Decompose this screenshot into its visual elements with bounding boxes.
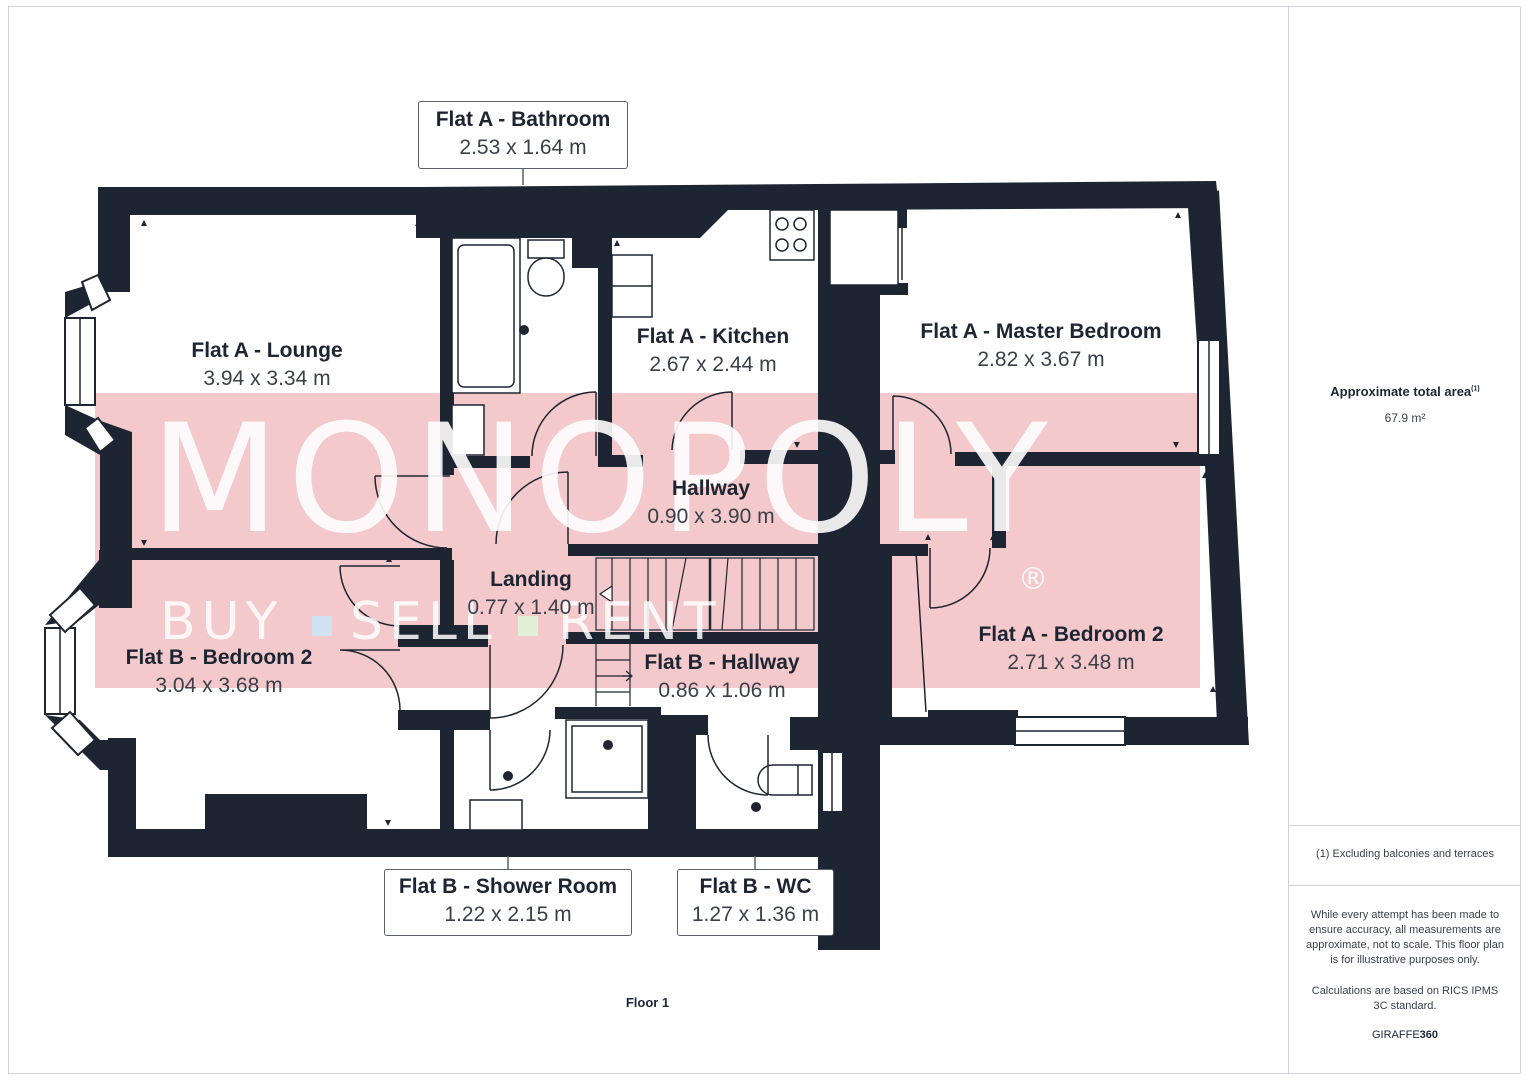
bay-window-upper [64, 273, 132, 455]
room-dims: 0.90 x 3.90 m [647, 505, 775, 528]
room-dims: 2.53 x 1.64 m [459, 136, 587, 159]
room-dims: 1.27 x 1.36 m [691, 903, 820, 926]
bay-window-lower [44, 560, 136, 770]
room-name: Hallway [671, 477, 751, 500]
interior-walls [132, 208, 1210, 950]
watermark-brand: MONOPOLY [150, 393, 1056, 567]
measurement-markers [141, 212, 1216, 826]
room-name: Flat A - Master Bedroom [920, 320, 1162, 343]
sidebar-divider [1288, 6, 1289, 1074]
label-flat-b-hallway: Flat B - Hallway 0.86 x 1.06 m [644, 649, 799, 705]
room-name: Flat B - WC [699, 875, 812, 898]
area-value: 67.9 m² [1384, 411, 1426, 425]
label-flat-b-bedroom-2: Flat B - Bedroom 2 3.04 x 3.68 m [126, 644, 313, 700]
room-name: Flat A - Lounge [191, 339, 343, 362]
area-footnote-mark: (1) [1471, 385, 1480, 393]
brand-suffix: 360 [1419, 1029, 1439, 1041]
footnote: (1) Excluding balconies and terraces [1316, 848, 1494, 860]
page-frame [8, 6, 1521, 1074]
room-dims: 0.86 x 1.06 m [658, 679, 786, 702]
area-title-line: Approximate total area(1) [1295, 384, 1515, 399]
watermark-square-blue [312, 616, 332, 636]
watermark-tagline-rent: RENT [558, 592, 722, 652]
watermark-registered: ® [1018, 562, 1048, 597]
stairs [595, 493, 835, 706]
room-name: Flat B - Hallway [644, 651, 800, 674]
room-name: Flat A - Bathroom [435, 108, 611, 131]
label-flat-b-shower-room: Flat B - Shower Room 1.22 x 2.15 m [384, 869, 632, 936]
watermark-tagline-buy: BUY [160, 592, 284, 652]
watermark-square-green [518, 616, 538, 636]
area-title: Approximate total area [1330, 384, 1472, 399]
label-flat-b-wc: Flat B - WC 1.27 x 1.36 m [677, 869, 834, 936]
room-name: Flat B - Shower Room [398, 875, 618, 898]
calc-note: Calculations are based on RICS IPMS 3C s… [1311, 985, 1499, 1012]
disclaimer: While every attempt has been made to ens… [1306, 909, 1504, 966]
fixture-dots [503, 325, 761, 812]
room-dims: 2.82 x 3.67 m [977, 348, 1105, 371]
label-flat-a-kitchen: Flat A - Kitchen 2.67 x 2.44 m [637, 323, 789, 379]
room-dims: 0.77 x 1.40 m [467, 596, 595, 619]
label-hallway: Hallway 0.90 x 3.90 m [647, 475, 774, 531]
room-name: Landing [490, 568, 572, 591]
room-dims: 3.04 x 3.68 m [155, 674, 283, 697]
label-landing: Landing 0.77 x 1.40 m [467, 566, 594, 622]
room-dims: 3.94 x 3.34 m [203, 367, 331, 390]
room-name: Flat A - Bedroom 2 [978, 623, 1164, 646]
fixtures [451, 209, 899, 831]
label-flat-a-master-bedroom: Flat A - Master Bedroom 2.82 x 3.67 m [920, 318, 1161, 374]
label-flat-a-bathroom: Flat A - Bathroom 2.53 x 1.64 m [418, 101, 628, 169]
room-name: Flat A - Kitchen [636, 325, 790, 348]
brand-prefix: GIRAFFE [1371, 1029, 1420, 1041]
floor-label: Floor 1 [625, 995, 670, 1010]
room-dims: 2.71 x 3.48 m [1007, 651, 1135, 674]
label-flat-a-lounge: Flat A - Lounge 3.94 x 3.34 m [191, 337, 342, 393]
watermark-tagline-sell: SELL [350, 592, 498, 652]
sidebar-rule-1 [1289, 825, 1521, 826]
sidebar-rule-2 [1289, 885, 1521, 886]
label-flat-a-bedroom-2: Flat A - Bedroom 2 2.71 x 3.48 m [978, 621, 1163, 677]
room-dims: 2.67 x 2.44 m [649, 353, 777, 376]
door-swings [339, 212, 991, 796]
room-dims: 1.22 x 2.15 m [444, 903, 572, 926]
brand-logo: GIRAFFE360 [1295, 1029, 1515, 1041]
room-name: Flat B - Bedroom 2 [125, 646, 313, 669]
